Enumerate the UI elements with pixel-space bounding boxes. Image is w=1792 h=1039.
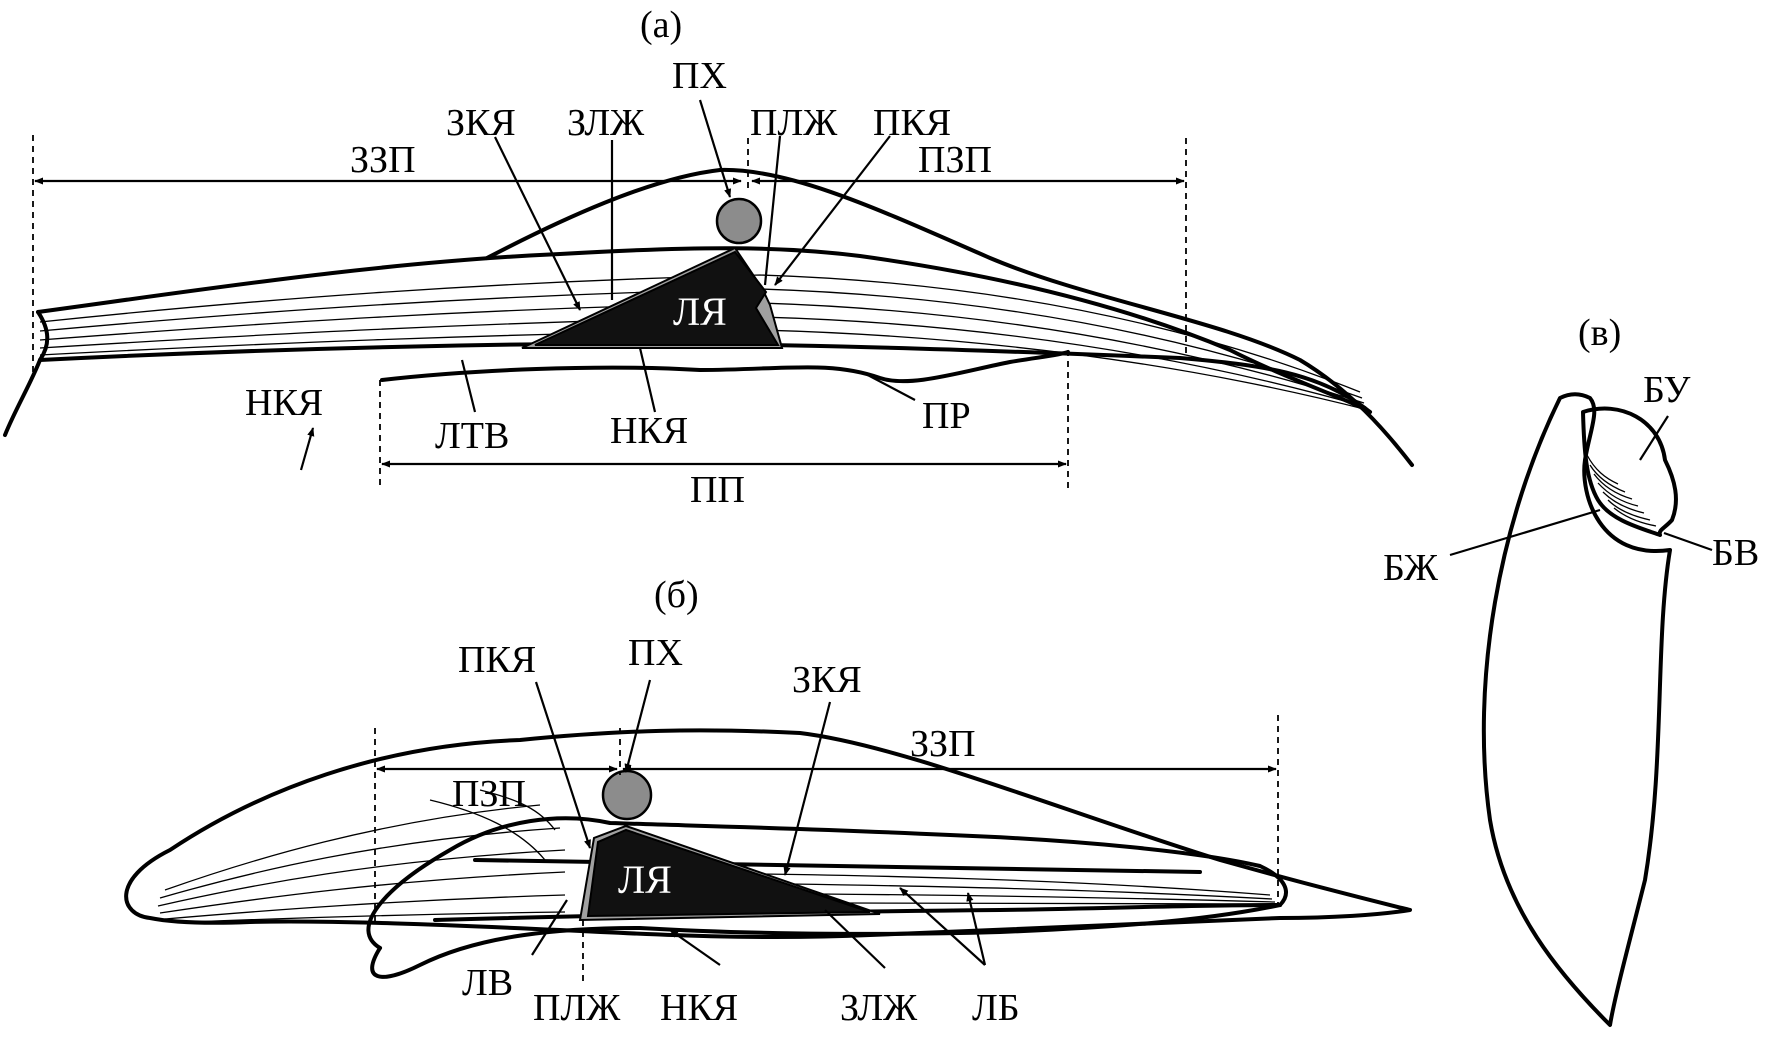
panel-v-title: (в) — [1578, 312, 1621, 354]
panel-b-title: (б) — [654, 574, 699, 616]
panel-b-leader-lb-1 — [899, 887, 986, 966]
panel-b-outer-outline — [124, 728, 1412, 940]
panel-v-label-bzh: БЖ — [1383, 547, 1439, 589]
panel-a-ventral-fold — [380, 350, 1070, 384]
panel-a-label-pp: ПП — [690, 469, 745, 511]
panel-b-label-pkh: ПХ — [628, 632, 683, 674]
panel-b-label-zzp: ЗЗП — [910, 723, 976, 765]
panel-a-cartilage-plate — [534, 250, 780, 346]
panel-a-leader-pkh — [698, 99, 732, 198]
panel-a: (а) ЛЯ — [3, 4, 1414, 511]
panel-a-label-lya: ЛЯ — [673, 289, 727, 334]
panel-a-leader-zkya — [494, 136, 581, 311]
panel-b-label-lv: ЛВ — [462, 962, 513, 1004]
panel-b-septum-upper — [473, 858, 1202, 874]
panel-a-label-zzp: ЗЗП — [350, 139, 416, 181]
panel-v-serrations — [1586, 454, 1657, 527]
panel-b-septum-lower — [433, 903, 1282, 922]
panel-a-leader-plzh — [763, 135, 782, 286]
panel-v-label-bu: БУ — [1643, 369, 1690, 411]
panel-v-tooth-outline — [1481, 392, 1672, 1027]
panel-b-inner-lower — [370, 903, 1282, 979]
panel-b-label-zkya: ЗКЯ — [792, 659, 862, 701]
panel-b-label-zlzh: ЗЛЖ — [840, 987, 918, 1029]
panel-a-label-nkya-left: НКЯ — [245, 382, 323, 424]
panel-a-leader-nkya-left — [299, 427, 315, 471]
panel-v-leader-bv — [1663, 531, 1713, 552]
panel-b-leader-zkya — [783, 701, 832, 876]
panel-b-label-plzh: ПЛЖ — [533, 987, 621, 1029]
panel-a-label-zlzh: ЗЛЖ — [567, 102, 645, 144]
panel-a-leader-ltv — [460, 359, 477, 413]
panel-b-label-nkya: НКЯ — [660, 987, 738, 1029]
panel-v-leader-bu — [1639, 415, 1669, 461]
panel-a-notochord — [715, 197, 763, 245]
panel-a-leader-pr — [861, 371, 916, 401]
panel-b-label-pzp: ПЗП — [452, 773, 526, 815]
panel-b-leader-lv — [531, 899, 568, 956]
panel-b-label-lb: ЛБ — [972, 987, 1020, 1029]
panel-a-label-pr: ПР — [922, 395, 971, 437]
panel-a-body-upper — [36, 246, 1372, 414]
panel-a-label-pkh: ПХ — [672, 55, 727, 97]
panel-v: (в) БУ БЖ БВ — [1383, 312, 1759, 1027]
panel-a-label-plzh: ПЛЖ — [750, 102, 838, 144]
panel-b-leader-pkya — [534, 681, 592, 849]
panel-a-left-cut — [3, 310, 50, 437]
panel-a-title: (а) — [640, 4, 682, 46]
panel-b-leader-nkya — [669, 929, 721, 966]
panel-a-label-pzp: ПЗП — [918, 139, 992, 181]
panel-b-inner-upper — [366, 816, 1288, 950]
panel-b-leader-lb-2 — [966, 892, 987, 966]
panel-a-label-zkya: ЗКЯ — [446, 102, 516, 144]
panel-a-label-ltv: ЛТВ — [435, 415, 509, 457]
panel-b-label-lya: ЛЯ — [618, 857, 672, 902]
panel-a-label-pkya: ПКЯ — [873, 102, 951, 144]
panel-a-label-nkya: НКЯ — [610, 410, 688, 452]
panel-b-leader-pkh — [624, 679, 652, 773]
panel-v-cup — [1581, 406, 1678, 537]
panel-b-leader-zlzh — [824, 909, 886, 969]
panel-b: (б) Л — [124, 574, 1412, 1029]
panel-b-cartilage-plate — [586, 828, 871, 918]
panel-a-dorsal-outline — [485, 167, 1414, 467]
panel-v-leader-bzh — [1449, 508, 1601, 557]
panel-b-striations-right — [759, 873, 1279, 905]
panel-a-leader-nkya — [638, 347, 657, 413]
panel-v-label-bv: БВ — [1712, 532, 1759, 574]
panel-b-notochord — [601, 769, 653, 821]
panel-b-striations-left — [157, 789, 566, 923]
panel-b-label-pkya: ПКЯ — [458, 639, 536, 681]
panel-a-leader-pkya — [774, 135, 891, 286]
panel-a-body-lower — [38, 341, 1372, 414]
